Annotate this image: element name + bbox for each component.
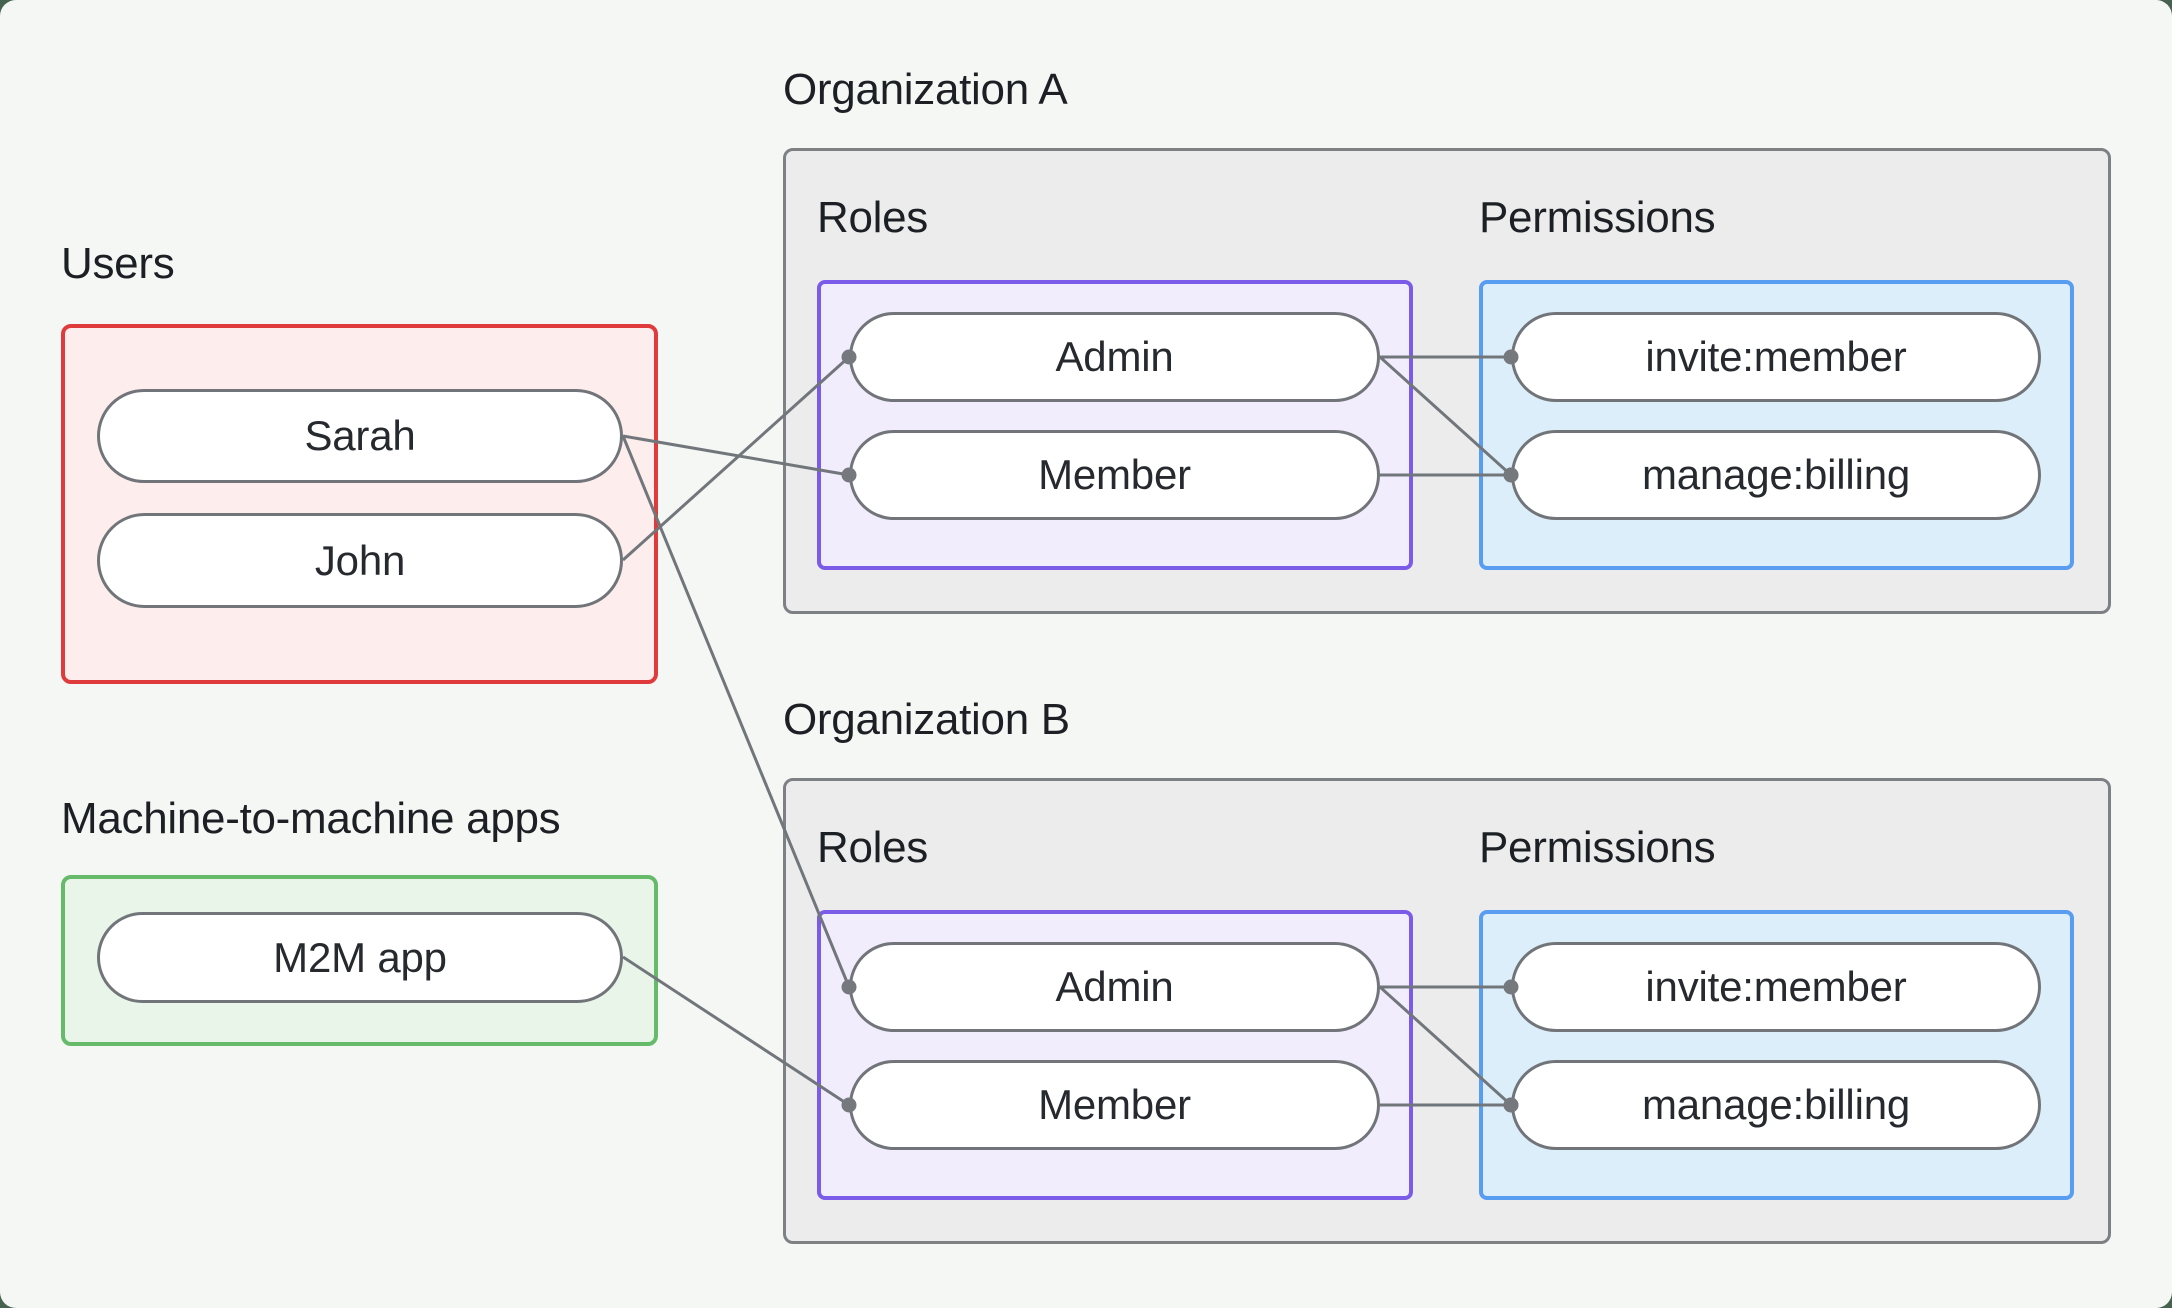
org-b-roles-label: Roles xyxy=(817,823,928,872)
role-pill-admin-b: Admin xyxy=(849,942,1380,1032)
user-pill-sarah: Sarah xyxy=(97,389,623,483)
role-pill-admin-a: Admin xyxy=(849,312,1380,402)
permission-pill-manage-billing-a: manage:billing xyxy=(1511,430,2041,520)
user-pill-john: John xyxy=(97,513,623,608)
org-a-title: Organization A xyxy=(783,65,1068,114)
org-a-roles-label: Roles xyxy=(817,193,928,242)
org-b-title: Organization B xyxy=(783,695,1070,744)
m2m-app-pill: M2M app xyxy=(97,912,623,1003)
role-pill-member-b: Member xyxy=(849,1060,1380,1150)
org-b-permissions-label: Permissions xyxy=(1479,823,1716,872)
role-pill-member-a: Member xyxy=(849,430,1380,520)
org-a-permissions-label: Permissions xyxy=(1479,193,1716,242)
permission-pill-invite-member-b: invite:member xyxy=(1511,942,2041,1032)
permission-pill-invite-member-a: invite:member xyxy=(1511,312,2041,402)
users-group-box xyxy=(61,324,658,684)
users-group-label: Users xyxy=(61,239,175,288)
m2m-group-label: Machine-to-machine apps xyxy=(61,794,561,843)
permission-pill-manage-billing-b: manage:billing xyxy=(1511,1060,2041,1150)
